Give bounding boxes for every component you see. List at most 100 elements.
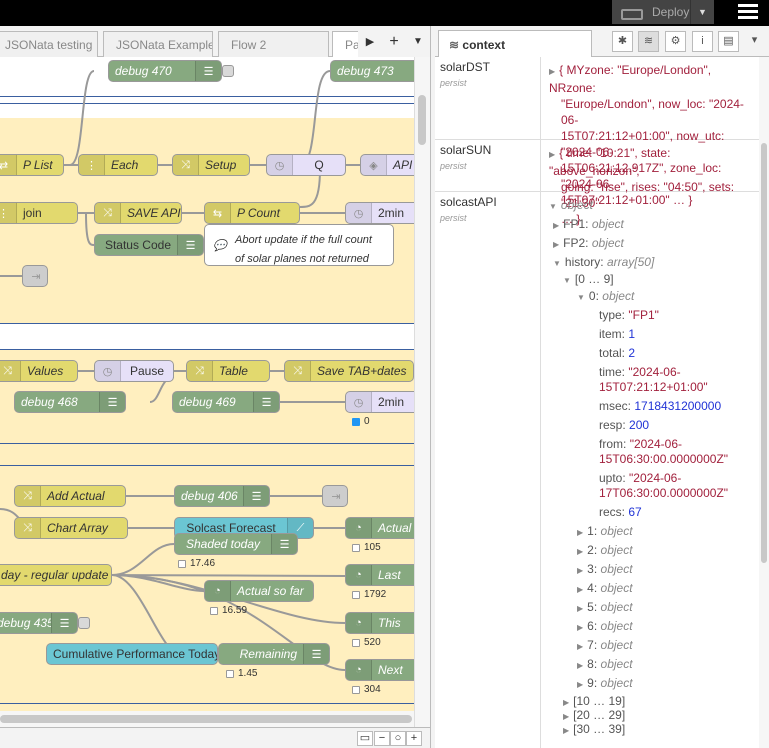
p-list-node[interactable]: ⇄P List xyxy=(0,154,64,176)
debug-406-node[interactable]: debug 406☰ xyxy=(174,485,270,507)
workspace-horizontal-scrollbar[interactable] xyxy=(0,711,414,727)
expand-icon[interactable]: ▶ xyxy=(577,642,584,651)
expand-icon[interactable]: ▶ xyxy=(577,680,584,689)
zoom-in-icon[interactable]: + xyxy=(406,731,422,746)
last-node[interactable]: ◔Last xyxy=(345,564,414,586)
debug-470-node[interactable]: debug 470☰ xyxy=(108,60,222,82)
navigator-icon[interactable]: ▭ xyxy=(357,731,373,746)
actual-so-far-node[interactable]: ◔Actual so far xyxy=(204,580,314,602)
chart-array-node[interactable]: ⤨Chart Array xyxy=(14,517,128,539)
expand-icon[interactable]: ▶ xyxy=(577,566,584,575)
expand-icon[interactable]: ▶ xyxy=(549,67,556,76)
tab-list-icon[interactable]: ▼ xyxy=(413,36,423,47)
debug-469-node[interactable]: debug 469☰ xyxy=(172,391,280,413)
api-node[interactable]: ◈API xyxy=(360,154,414,176)
each-node[interactable]: ⋮Each xyxy=(78,154,158,176)
tab-jsonata-examples[interactable]: JSONata Examples xyxy=(103,31,213,57)
node-status: 0 xyxy=(352,416,370,427)
next-node[interactable]: ◔Next xyxy=(345,659,414,681)
tab-jsonata-testing[interactable]: JSONata testing xyxy=(0,31,98,57)
expand-icon[interactable]: ▶ xyxy=(563,726,570,735)
scrollbar-thumb[interactable] xyxy=(761,143,767,563)
cumulative-performance-node[interactable]: Cumulative Performance Today xyxy=(46,643,218,665)
context-value[interactable]: ▶{ time: "10:21", state: "above_horizon"… xyxy=(540,140,769,226)
remaining-node[interactable]: Remaining☰ xyxy=(218,643,330,665)
debug-473-node[interactable]: debug 473 xyxy=(330,60,414,82)
expand-icon[interactable]: ▶ xyxy=(553,221,560,230)
book-icon[interactable]: ▤ xyxy=(718,31,739,52)
scrollbar-thumb[interactable] xyxy=(0,715,412,723)
deploy-dropdown-icon[interactable]: ▼ xyxy=(690,0,714,24)
value-line: 15T07:21:12+01:00" … } xyxy=(561,193,693,207)
sidebar-scrollbar[interactable] xyxy=(759,57,769,748)
debug-toggle[interactable] xyxy=(78,617,90,629)
expand-icon[interactable]: ▶ xyxy=(577,604,584,613)
join-node[interactable]: ⋮join xyxy=(0,202,78,224)
this-node[interactable]: ◔This xyxy=(345,612,414,634)
2min-node-b[interactable]: ◷2min xyxy=(345,391,414,413)
expand-icon[interactable]: ▶ xyxy=(563,712,570,721)
list-icon[interactable]: ☰ xyxy=(195,61,221,81)
list-icon: ☰ xyxy=(243,486,269,506)
sidebar-splitter[interactable] xyxy=(430,26,435,748)
context-key: solcastAPI xyxy=(440,195,497,209)
table-node[interactable]: ⤨Table xyxy=(186,360,270,382)
gear-icon[interactable]: ⚙ xyxy=(665,31,686,52)
collapse-icon[interactable]: ▼ xyxy=(577,293,585,302)
context-value[interactable]: ▶{ MYzone: "Europe/London", NRzone: "Eur… xyxy=(540,57,769,207)
q-node[interactable]: ◷Q xyxy=(266,154,346,176)
node-status: 1.45 xyxy=(226,668,257,679)
expand-icon[interactable]: ▶ xyxy=(577,623,584,632)
shaded-today-node[interactable]: Shaded today☰ xyxy=(174,533,298,555)
delay-icon: ◷ xyxy=(346,392,372,412)
comment-node[interactable]: 💬 Abort update if the full count of sola… xyxy=(204,224,394,266)
scrollbar-thumb[interactable] xyxy=(418,95,426,145)
context-tab[interactable]: ≋ context xyxy=(438,30,592,57)
context-icon[interactable]: ≋ xyxy=(638,31,659,52)
debug-435-node[interactable]: debug 435☰ xyxy=(0,612,78,634)
sidebar-menu-icon[interactable]: ▾ xyxy=(751,34,758,46)
tree-key: [20 … 29] xyxy=(573,708,626,722)
add-actual-node[interactable]: ⤨Add Actual xyxy=(14,485,126,507)
workspace-vertical-scrollbar[interactable] xyxy=(414,57,430,727)
link-out-node[interactable]: ⇥ xyxy=(322,485,348,507)
expand-icon[interactable]: ▶ xyxy=(577,661,584,670)
actual-percent-node[interactable]: ◔Actual % xyxy=(345,517,414,539)
zoom-out-icon[interactable]: − xyxy=(374,731,390,746)
debug-468-node[interactable]: debug 468☰ xyxy=(14,391,126,413)
collapse-icon[interactable]: ▼ xyxy=(549,202,557,211)
expand-icon[interactable]: ▶ xyxy=(563,698,570,707)
header-bar: Deploy ▼ xyxy=(0,0,769,26)
status-code-node[interactable]: Status Code☰ xyxy=(94,234,204,256)
pause-node[interactable]: ◷Pause xyxy=(94,360,174,382)
collapse-icon[interactable]: ▼ xyxy=(563,276,571,285)
context-value-tree[interactable]: ▼object ▶FP1: object ▶FP2: object ▼histo… xyxy=(540,192,769,748)
tab-flow-2[interactable]: Flow 2 xyxy=(218,31,329,57)
flow-workspace[interactable]: debug 470☰ debug 473 ⇄P List ⋮Each ⤨Setu… xyxy=(0,57,414,727)
values-node[interactable]: ⤨Values xyxy=(0,360,78,382)
link-out-node[interactable]: ⇥ xyxy=(22,265,48,287)
2min-node-a[interactable]: ◷2min xyxy=(345,202,414,224)
comment-line: of solar planes not returned xyxy=(235,253,369,265)
info-icon[interactable]: i xyxy=(692,31,713,52)
expand-icon[interactable]: ▶ xyxy=(549,150,556,159)
zoom-reset-icon[interactable]: ○ xyxy=(390,731,406,746)
scroll-tabs-icon[interactable]: ▶ xyxy=(365,36,375,48)
deploy-button[interactable]: Deploy ▼ xyxy=(612,0,714,24)
expand-icon[interactable]: ▶ xyxy=(553,240,560,249)
debug-icon[interactable]: ✱ xyxy=(612,31,633,52)
tab-label: Flow 2 xyxy=(231,38,267,52)
debug-toggle[interactable] xyxy=(222,65,234,77)
p-count-node[interactable]: ⇆P Count xyxy=(204,202,300,224)
node-label: Values xyxy=(27,364,64,378)
expand-icon[interactable]: ▶ xyxy=(577,547,584,556)
expand-icon[interactable]: ▶ xyxy=(577,585,584,594)
collapse-icon[interactable]: ▼ xyxy=(553,259,561,268)
main-menu-icon[interactable] xyxy=(738,4,758,22)
save-api-node[interactable]: ⤨SAVE API xyxy=(94,202,182,224)
save-tab-dates-node[interactable]: ⤨Save TAB+dates xyxy=(284,360,414,382)
expand-icon[interactable]: ▶ xyxy=(577,528,584,537)
setup-node[interactable]: ⤨Setup xyxy=(172,154,250,176)
add-tab-icon[interactable]: + xyxy=(389,32,399,50)
regular-update-node[interactable]: day - regular update xyxy=(0,564,112,586)
